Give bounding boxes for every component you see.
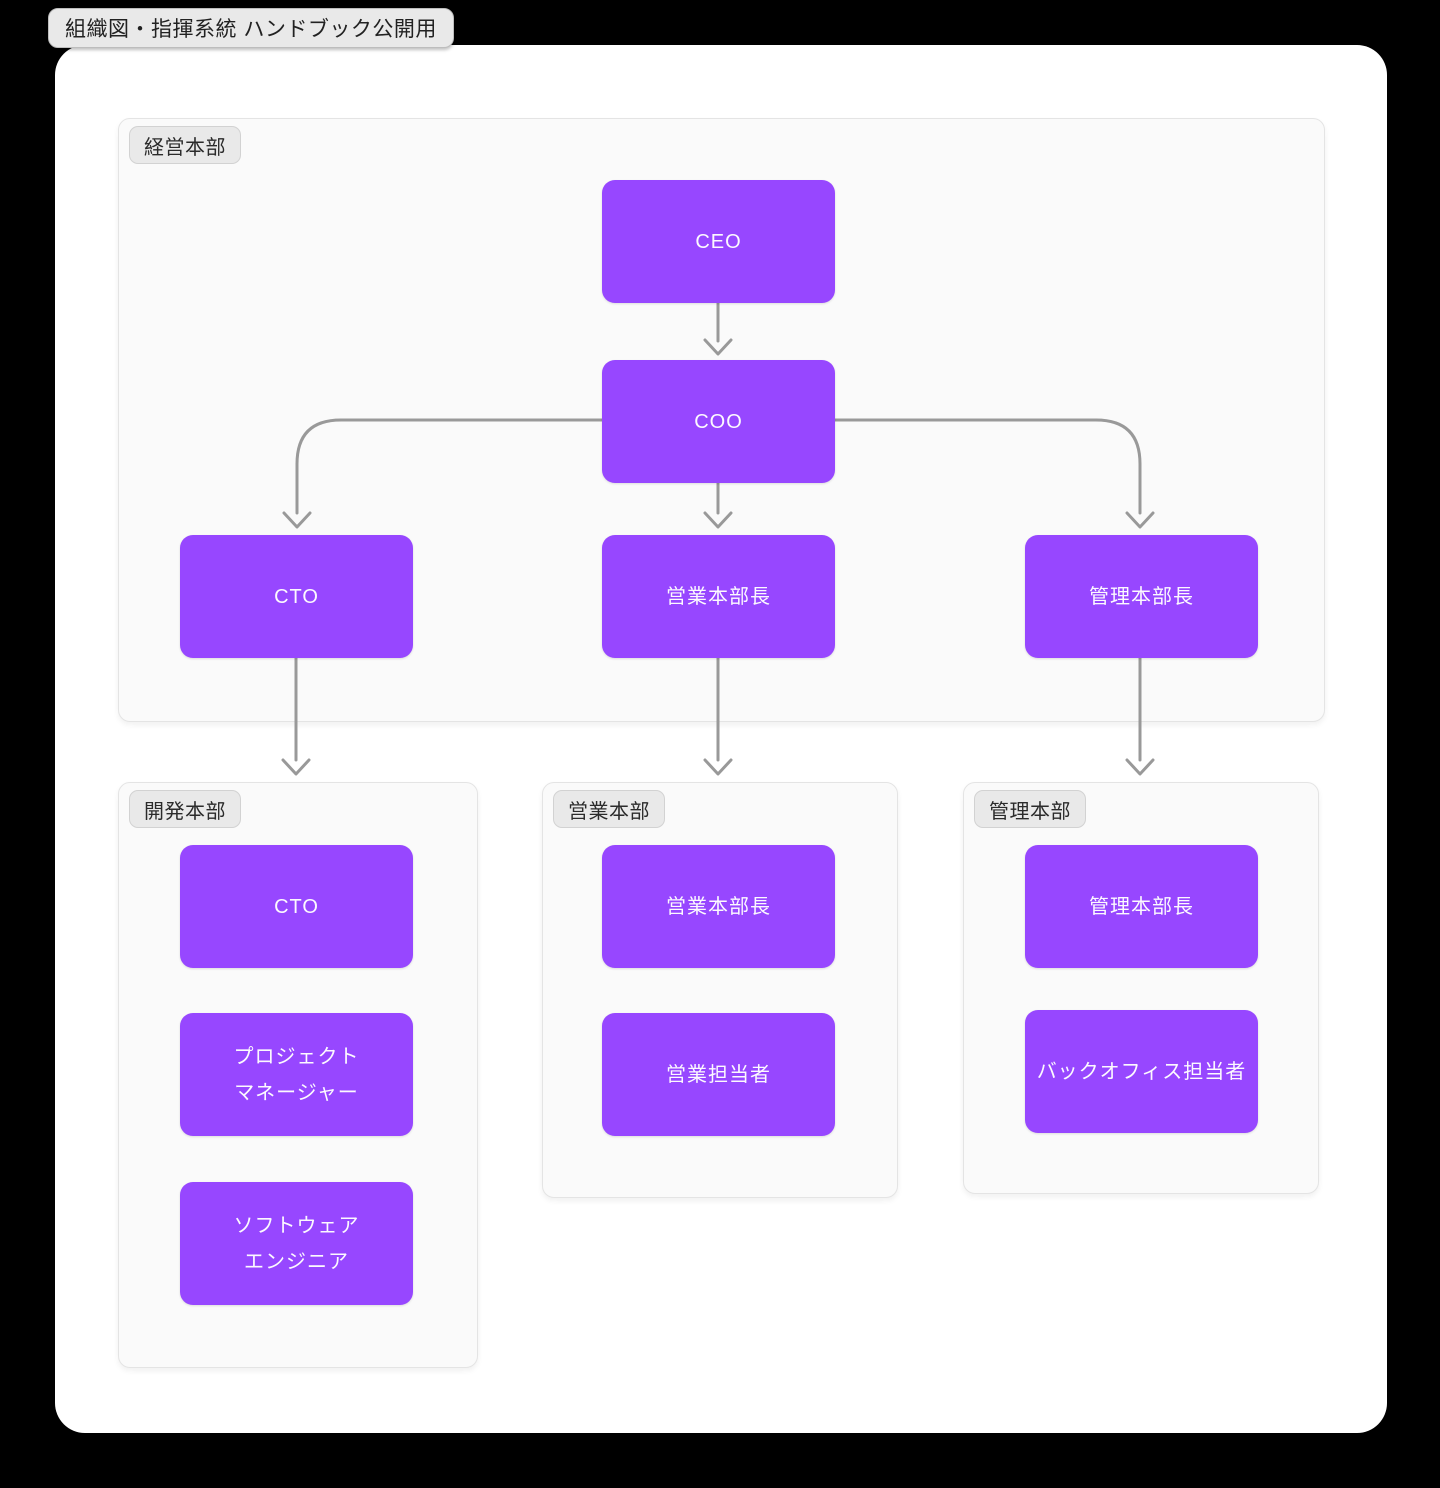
node-ceo[interactable]: CEO bbox=[602, 180, 835, 303]
node-cto[interactable]: CTO bbox=[180, 535, 413, 658]
node-sales-head[interactable]: 営業本部長 bbox=[602, 535, 835, 658]
group-executive-label: 経営本部 bbox=[129, 126, 241, 164]
node-project-manager[interactable]: プロジェクト マネージャー bbox=[180, 1013, 413, 1136]
node-admin-head-2[interactable]: 管理本部長 bbox=[1025, 845, 1258, 968]
group-admin-label: 管理本部 bbox=[974, 790, 1086, 828]
node-coo[interactable]: COO bbox=[602, 360, 835, 483]
group-development-label: 開発本部 bbox=[129, 790, 241, 828]
node-back-office[interactable]: バックオフィス担当者 bbox=[1025, 1010, 1258, 1133]
diagram-title-badge: 組織図・指揮系統 ハンドブック公開用 bbox=[48, 8, 454, 48]
node-dev-cto[interactable]: CTO bbox=[180, 845, 413, 968]
group-sales-label: 営業本部 bbox=[553, 790, 665, 828]
node-software-engineer[interactable]: ソフトウェア エンジニア bbox=[180, 1182, 413, 1305]
node-sales-rep[interactable]: 営業担当者 bbox=[602, 1013, 835, 1136]
node-sales-head-2[interactable]: 営業本部長 bbox=[602, 845, 835, 968]
node-admin-head[interactable]: 管理本部長 bbox=[1025, 535, 1258, 658]
